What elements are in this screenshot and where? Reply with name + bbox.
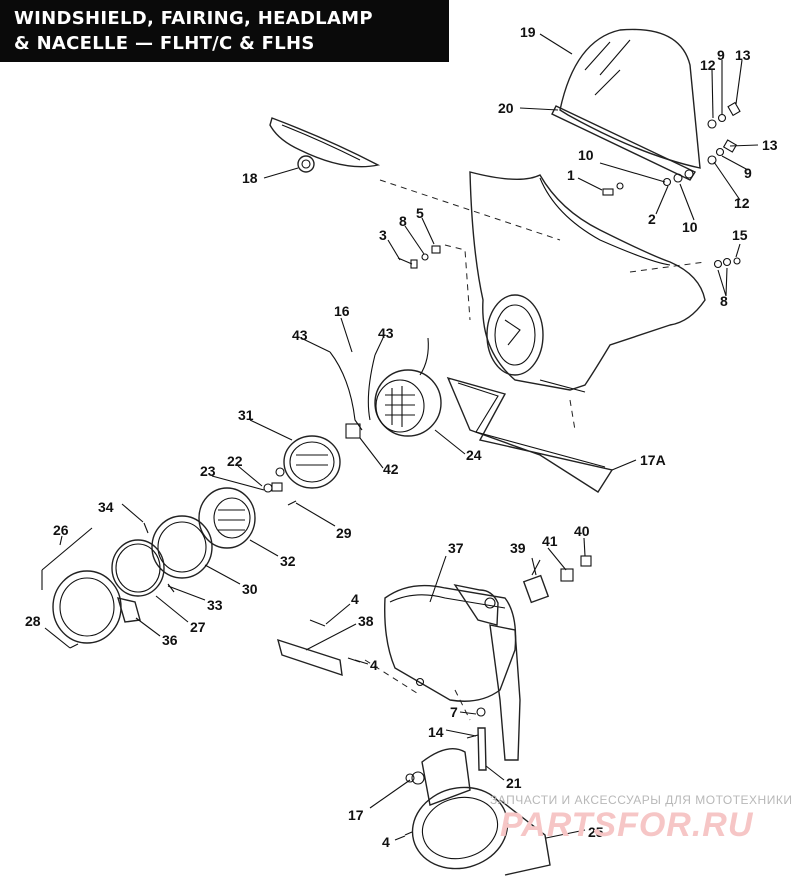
- callout-31: 31: [238, 407, 254, 423]
- callout-3: 3: [379, 227, 387, 243]
- callout-26: 26: [53, 522, 69, 538]
- callout-labels: 19 12 9 13 20 10 13 9 12 1 2 10 18 3 8 5…: [25, 24, 778, 850]
- windshield-part-19: [559, 28, 701, 169]
- fairing-emblem-part-18: [269, 117, 381, 173]
- headlamp-nacelle-part-37: [384, 583, 517, 702]
- headlamp-door-part-26: [41, 527, 122, 644]
- callout-27: 27: [190, 619, 206, 635]
- callout-39: 39: [510, 540, 526, 556]
- watermark-logo: PARTSFOR.RU: [500, 806, 754, 844]
- callout-16: 16: [334, 303, 350, 319]
- callout-14: 14: [428, 724, 444, 740]
- headlamp-ring-part-27: [111, 539, 165, 597]
- callout-12-top: 12: [700, 57, 716, 73]
- headlamp-retaining-ring-part-30: [151, 515, 213, 579]
- bezel-part-25: [404, 748, 551, 876]
- callout-43-left: 43: [292, 327, 308, 343]
- headlamp-bulb-housing-part-24: [374, 337, 442, 437]
- callout-12-mid: 12: [734, 195, 750, 211]
- callout-40: 40: [574, 523, 590, 539]
- callout-15: 15: [732, 227, 748, 243]
- callout-34: 34: [98, 499, 114, 515]
- callout-1: 1: [567, 167, 575, 183]
- callout-41: 41: [542, 533, 558, 549]
- callout-28: 28: [25, 613, 41, 629]
- callout-4-lower: 4: [382, 834, 390, 850]
- title-line-1: WINDSHIELD, FAIRING, HEADLAMP: [14, 8, 373, 29]
- callout-4-mid: 4: [370, 657, 378, 673]
- callout-13-top: 13: [735, 47, 751, 63]
- callout-29: 29: [336, 525, 352, 541]
- callout-2: 2: [648, 211, 656, 227]
- callout-20: 20: [498, 100, 514, 116]
- watermark-tagline: ЗАПЧАСТИ И АКСЕССУАРЫ ДЛЯ МОТОТЕХНИКИ: [490, 793, 793, 807]
- callout-9-mid: 9: [744, 165, 752, 181]
- callout-23: 23: [200, 463, 216, 479]
- callout-18: 18: [242, 170, 258, 186]
- callout-43-right: 43: [378, 325, 394, 341]
- outer-fairing: [469, 171, 706, 393]
- callout-21: 21: [506, 775, 522, 791]
- callout-8-right: 8: [720, 293, 728, 309]
- callout-33: 33: [207, 597, 223, 613]
- callout-25: 25: [588, 824, 604, 840]
- callout-4-upper: 4: [351, 591, 359, 607]
- callout-10-lower: 10: [682, 219, 698, 235]
- diagram-title: WINDSHIELD, FAIRING, HEADLAMP & NACELLE …: [0, 0, 449, 62]
- callout-19: 19: [520, 24, 536, 40]
- sealed-beam-part-31: [283, 435, 341, 489]
- fairing-gasket-part-17A: [446, 376, 614, 493]
- headlamp-small-parts: [69, 467, 297, 649]
- callout-8-left: 8: [399, 213, 407, 229]
- callout-5: 5: [416, 205, 424, 221]
- callout-30: 30: [242, 581, 258, 597]
- callout-37: 37: [448, 540, 464, 556]
- callout-13-mid: 13: [762, 137, 778, 153]
- headlamp-reflector-part-32: [198, 487, 256, 549]
- callout-42: 42: [383, 461, 399, 477]
- callout-9-top: 9: [717, 47, 725, 63]
- callout-32: 32: [280, 553, 296, 569]
- title-line-2: & NACELLE — FLHT/C & FLHS: [14, 33, 315, 54]
- callout-17: 17: [348, 807, 364, 823]
- callout-leaders: [44, 33, 759, 841]
- callout-38: 38: [358, 613, 374, 629]
- wiring-harness: [329, 351, 376, 439]
- fairing-screws: [397, 245, 741, 269]
- switch-assembly: [522, 555, 592, 604]
- callout-17A: 17A: [640, 452, 666, 468]
- callout-22: 22: [227, 453, 243, 469]
- callout-10-upper: 10: [578, 147, 594, 163]
- lower-mounting-bracket: [466, 624, 521, 771]
- callout-24: 24: [466, 447, 482, 463]
- callout-36: 36: [162, 632, 178, 648]
- callout-7: 7: [450, 704, 458, 720]
- windshield-trim-part-20: [551, 105, 697, 181]
